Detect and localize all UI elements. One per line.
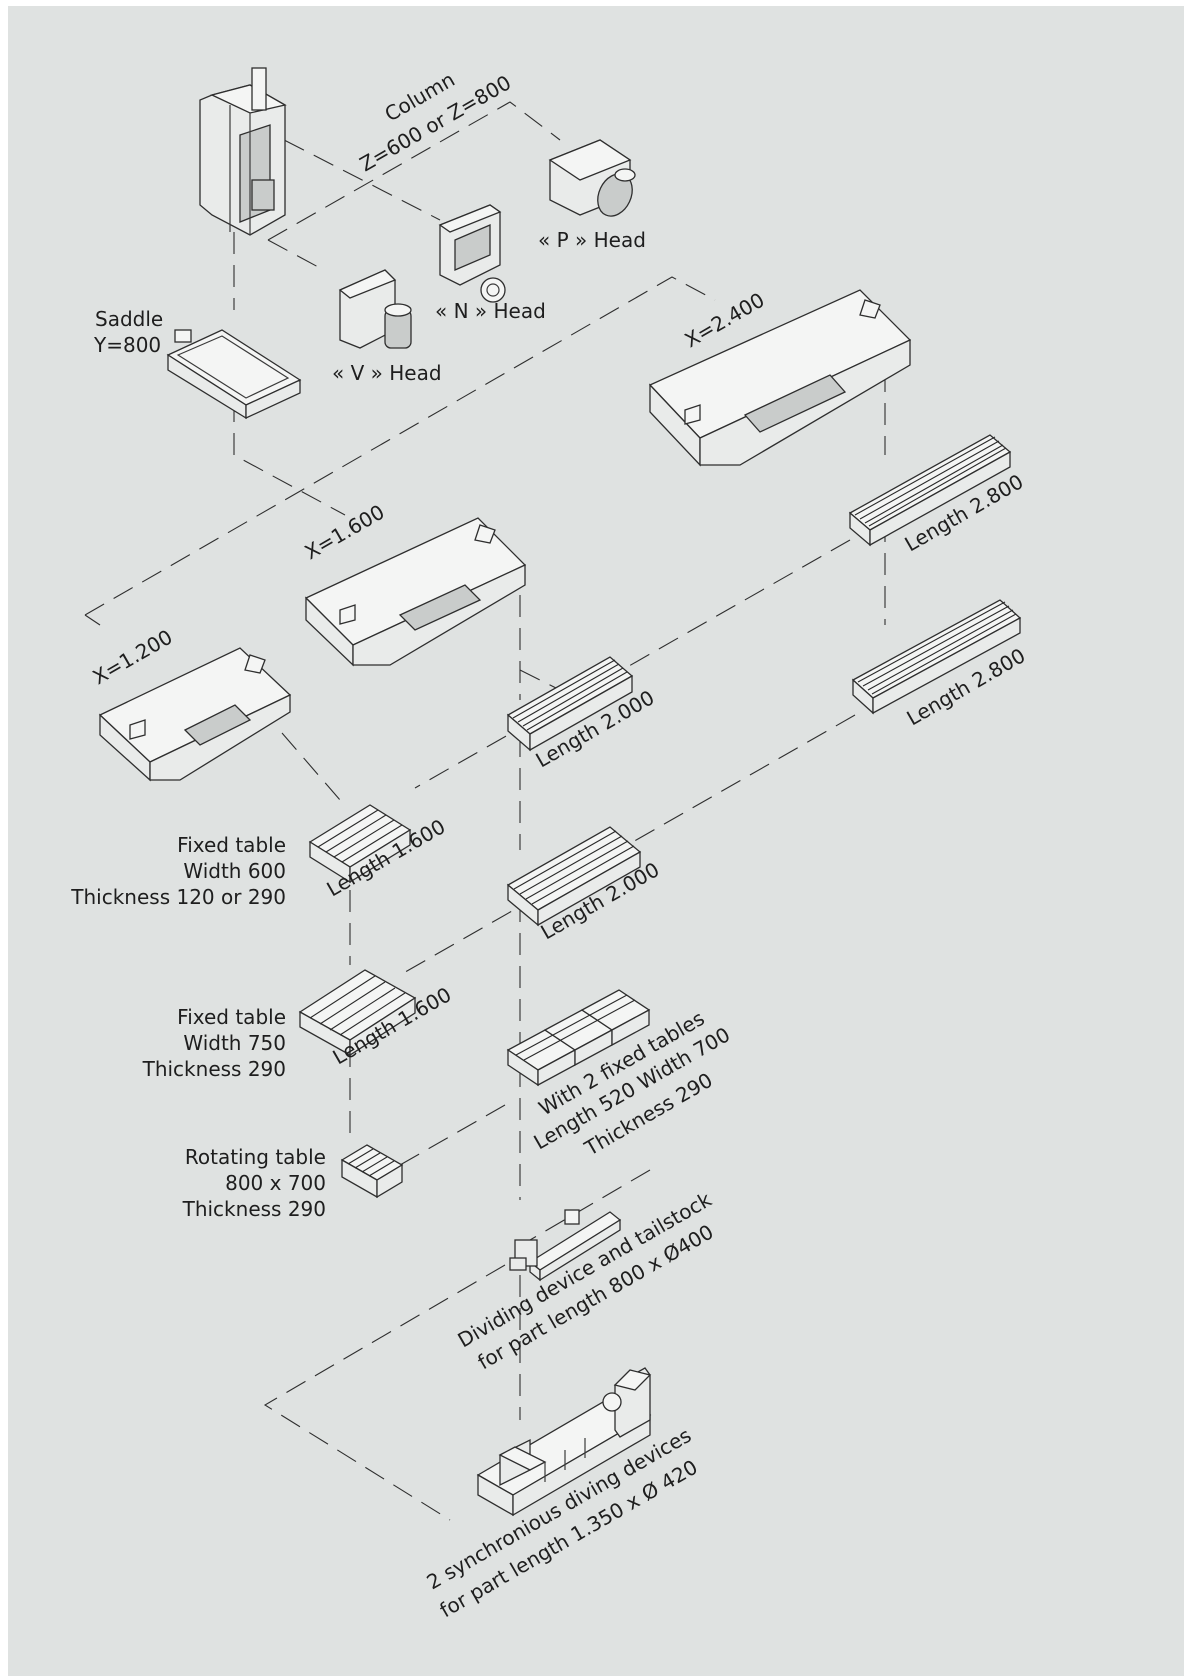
fixed-table-600-line2: Width 600 [183, 859, 286, 883]
x1600-label: X=1.600 [301, 500, 389, 565]
rotating-table-line3: Thickness 290 [182, 1197, 326, 1221]
connection-lines [84, 101, 886, 1521]
saddle-drawing [166, 329, 302, 420]
p-head-drawing [548, 139, 636, 217]
fixed-table-750-line2: Width 750 [183, 1031, 286, 1055]
two-fixed-tables-drawing [506, 989, 651, 1087]
bed-x2400-drawing [648, 289, 912, 467]
bed-x1200-drawing [98, 647, 292, 782]
rotating-table-drawing [340, 1144, 404, 1199]
saddle-label-line1: Saddle [95, 307, 163, 331]
p-head-label: « P » Head [538, 228, 646, 252]
table-1600-b-drawing [298, 969, 417, 1057]
dividing-device-line1: Dividing device and tailstock [454, 1187, 716, 1352]
dividing-device-drawing [509, 1209, 622, 1282]
table-2000-b-drawing [506, 826, 642, 927]
n-head-drawing [438, 204, 506, 303]
synchronous-dividing-devices-drawing [476, 1367, 652, 1517]
fixed-table-600-line3: Thickness 120 or 290 [70, 885, 286, 909]
fixed-table-750-line3: Thickness 290 [142, 1057, 286, 1081]
table-1600-a-drawing [308, 804, 412, 884]
rotating-table-line2: 800 x 700 [225, 1171, 326, 1195]
n-head-label: « N » Head [435, 299, 546, 323]
column-drawing [199, 67, 287, 236]
table-2800-b-drawing [851, 599, 1022, 715]
saddle-label-line2: Y=800 [93, 333, 161, 357]
x1200-label: X=1.200 [89, 625, 177, 690]
table-2800-a-drawing [848, 434, 1012, 547]
v-head-label: « V » Head [332, 361, 442, 385]
fixed-table-600-line1: Fixed table [177, 833, 286, 857]
table-2000-a-drawing [506, 656, 634, 752]
v-head-drawing [338, 269, 412, 349]
bed-x1600-drawing [304, 517, 527, 667]
fixed-table-750-line1: Fixed table [177, 1005, 286, 1029]
rotating-table-line1: Rotating table [185, 1145, 326, 1169]
